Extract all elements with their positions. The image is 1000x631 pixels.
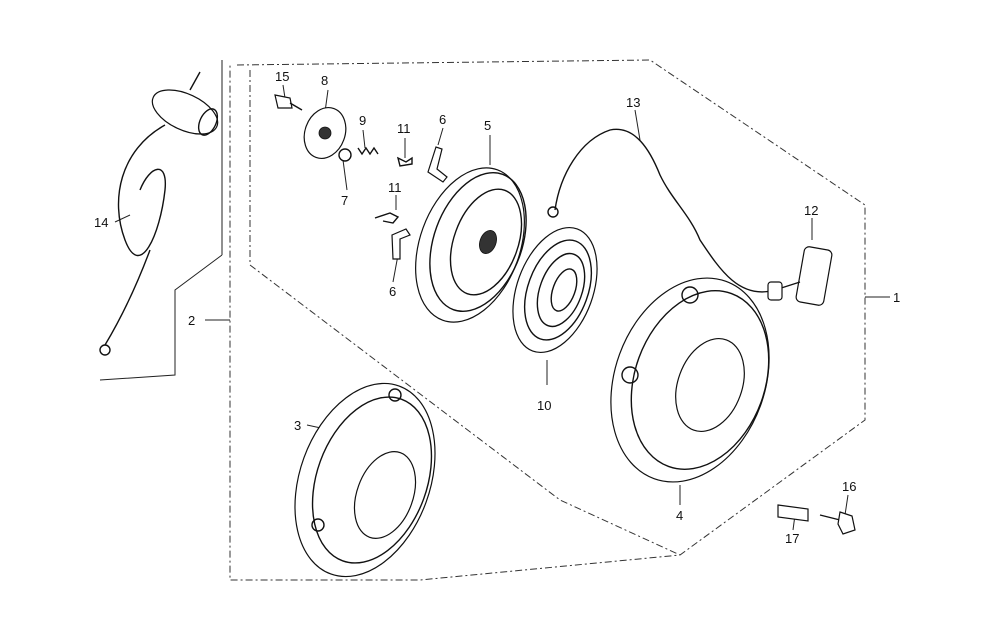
part-11-clip-lower	[374, 212, 400, 224]
part-11-clip-upper	[396, 156, 413, 167]
part-8-friction-plate	[303, 107, 347, 159]
label-2: 2	[188, 313, 195, 328]
part-13-starter-rope	[547, 128, 776, 293]
part-15-bolt	[274, 94, 303, 111]
part-16-bolt	[819, 511, 856, 535]
cable-bracket	[99, 254, 223, 381]
part-12-starter-grip	[767, 246, 833, 306]
label-16: 16	[842, 479, 856, 494]
part-7-washer	[338, 148, 352, 162]
label-15: 15	[275, 69, 289, 84]
label-4: 4	[676, 508, 683, 523]
part-4-starter-case	[610, 277, 770, 483]
part-3-cover-plate	[294, 382, 436, 578]
label-5: 5	[484, 118, 491, 133]
label-17: 17	[785, 531, 799, 546]
assembly-2-outline	[229, 59, 866, 581]
part-14-stop-cable	[99, 71, 219, 356]
label-9: 9	[359, 113, 366, 128]
part-17-collar	[777, 504, 809, 522]
label-6-lower: 6	[389, 284, 396, 299]
part-6-ratchet-lower	[391, 228, 411, 260]
part-5-reel	[415, 167, 527, 323]
label-7: 7	[341, 193, 348, 208]
part-10-recoil-spring	[512, 226, 598, 354]
label-10: 10	[537, 398, 551, 413]
label-11-upper: 11	[397, 121, 411, 136]
label-8: 8	[321, 73, 328, 88]
label-12: 12	[804, 203, 818, 218]
part-9-spring	[357, 146, 379, 156]
label-1: 1	[893, 290, 900, 305]
label-3: 3	[294, 418, 301, 433]
label-6-upper: 6	[439, 112, 446, 127]
label-13: 13	[626, 95, 640, 110]
label-14: 14	[94, 215, 108, 230]
part-6-ratchet-upper	[427, 146, 448, 183]
label-11-lower: 11	[388, 180, 402, 195]
